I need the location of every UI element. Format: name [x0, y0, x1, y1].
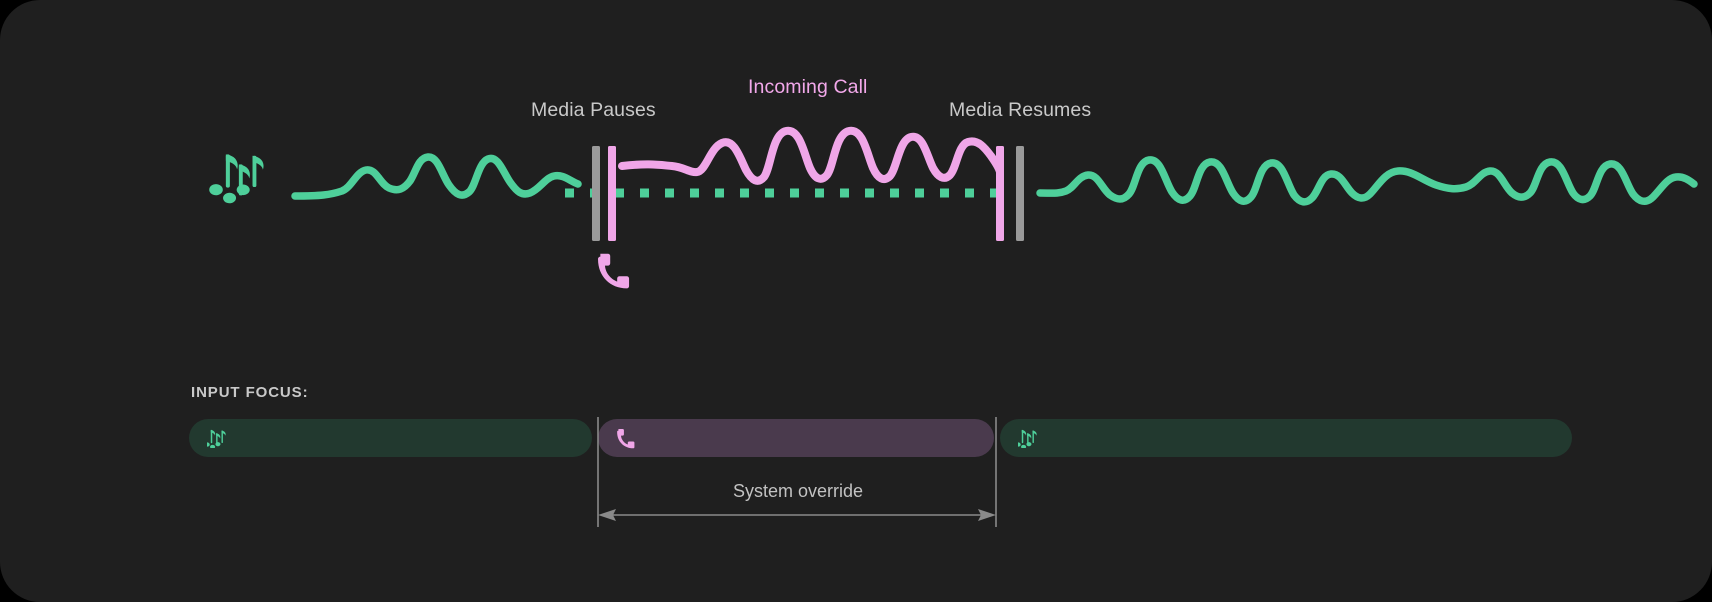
label-incoming-call: Incoming Call — [748, 76, 868, 98]
focus-bar-media-before[interactable] — [189, 419, 592, 457]
override-arrow-head-right — [978, 509, 996, 521]
audio-timeline: Media Pauses Incoming Call Media Resumes — [209, 76, 1698, 289]
focus-bar-media-after[interactable] — [1000, 419, 1572, 457]
phone-handset-icon — [597, 253, 630, 289]
pause-marker-gray — [592, 146, 600, 241]
timeline-graphics — [209, 126, 1698, 289]
input-focus-label: INPUT FOCUS: — [191, 384, 309, 401]
system-override-label: System override — [732, 481, 864, 501]
resume-marker-pink — [996, 146, 1004, 241]
phone-handset-icon — [616, 428, 637, 449]
music-notes-icon — [209, 154, 264, 204]
focus-bar-call[interactable] — [598, 419, 994, 457]
waveform-media-after — [1036, 156, 1698, 206]
pause-marker-pink — [608, 146, 616, 241]
music-notes-icon — [1015, 428, 1040, 449]
label-media-pauses: Media Pauses — [531, 99, 656, 121]
waveform-media-before — [291, 153, 582, 200]
resume-marker-gray — [1016, 146, 1024, 241]
override-arrow-head-left — [598, 509, 616, 521]
label-media-resumes: Media Resumes — [949, 99, 1092, 121]
waveform-incoming-call — [618, 126, 1004, 185]
